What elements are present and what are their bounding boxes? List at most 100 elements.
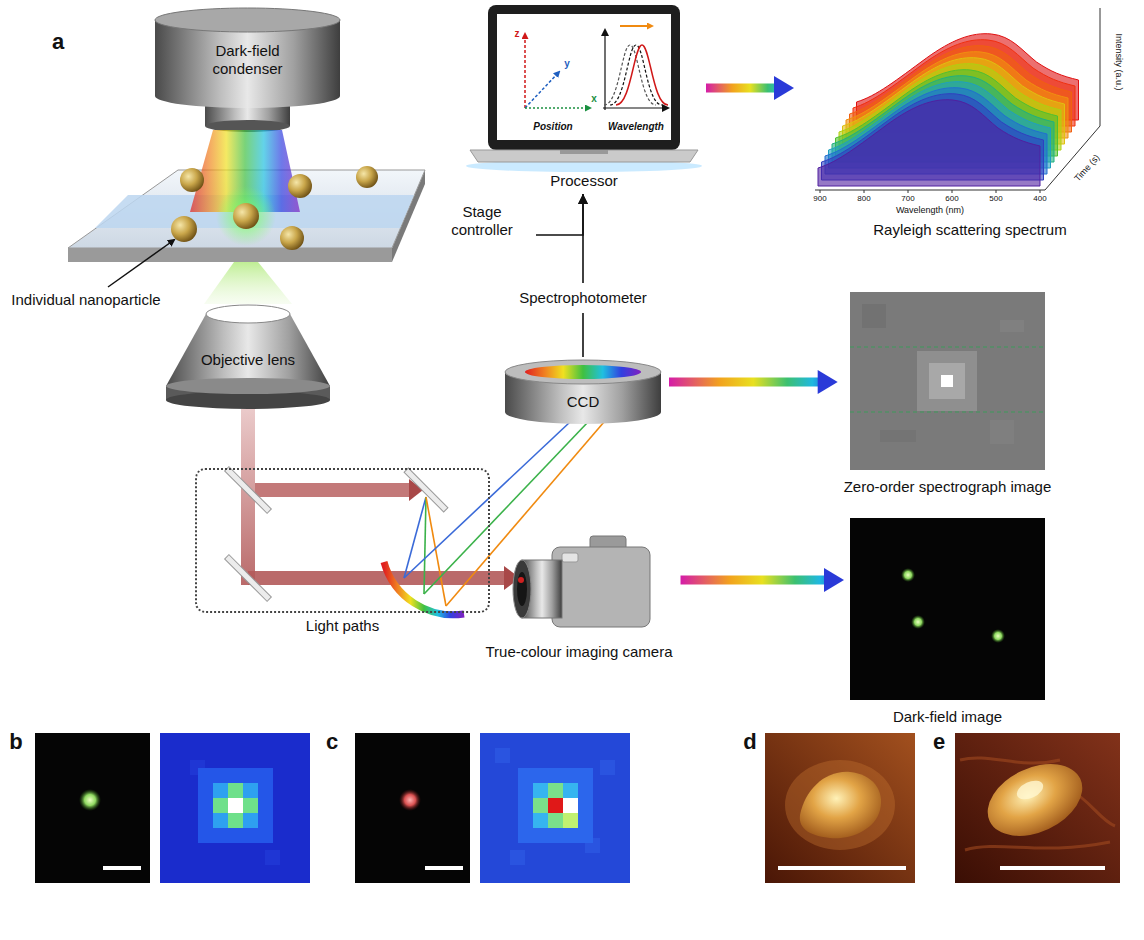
ccd-body [505,360,661,424]
panel-b-images [213,798,228,813]
panel-e-image [955,733,1120,883]
dispersed-rays [424,497,426,594]
condenser-label-box: Dark-field condenser [155,18,340,102]
node-label: Stage controller [440,203,524,239]
panel-b-images [79,789,101,811]
caption-text: Rayleigh scattering spectrum [873,221,1066,239]
panel-c-images [563,813,578,828]
spectrophotometer-block: Spectrophotometer [513,286,653,310]
nanoparticle [180,168,204,192]
condenser-body [155,20,340,108]
dark-field-picture [911,615,925,629]
panel-c-images [480,733,630,883]
panel-letter: b [9,729,22,754]
panel-letter: a [52,29,64,54]
screen-plot [616,45,668,105]
chart-axes [820,190,821,193]
nanoparticle [171,216,197,242]
spectrograph-picture [850,292,1045,470]
screen-plot [603,107,668,108]
node-label: Spectrophotometer [519,289,647,307]
condenser-body [155,8,340,32]
connector-path [582,313,584,357]
panel-c-images [563,798,578,813]
chart-axes [908,190,909,193]
panel-d-image [765,733,915,883]
spectrum-waterfall [818,100,1040,186]
panel-c-images [548,798,563,813]
panel-c-images [355,733,630,883]
screen-caption: Wavelength [608,121,664,133]
screen-plot [604,45,656,105]
spectrograph-picture [941,375,953,387]
panel-c-images [495,748,510,763]
condenser-body [155,8,340,132]
screen-plot [524,34,526,108]
nanoparticle [288,174,312,198]
screen-plot [525,72,559,108]
caption-text: Dark-field image [893,708,1002,726]
nanoparticle [356,166,378,188]
spectrum-waterfall [818,34,1079,186]
panel-b-images [228,783,243,798]
light-beam [241,409,520,590]
scattering-glow [216,186,276,246]
objective-body [166,378,330,394]
screen-plot [525,26,668,110]
panel-c-images [533,798,548,813]
stage-controller-block: Stage controller [434,198,530,244]
camera-body [518,577,524,583]
arrow-shaft [669,378,820,387]
panel-b-images [213,783,258,828]
imaging-camera: True-colour imaging camera [505,532,653,635]
panel-e-image [1014,777,1046,803]
panel-d-image [778,866,906,870]
objective-body [206,305,290,323]
tick-label: 800 [857,194,870,203]
camera-body [513,560,531,618]
ccd-body [505,360,661,384]
arrow-shaft [681,576,826,585]
panel-b-images [160,733,310,883]
panel-c-images [533,783,578,828]
dispersed-rays [404,497,426,578]
panel-b-images [103,866,141,870]
connector-path [536,194,583,235]
node-label: Dark-field condenser [188,42,308,78]
panel-c-images [355,733,470,883]
spectrograph-picture [1000,320,1024,332]
diffraction-grating [384,562,464,615]
objective-body [166,314,330,386]
spectrograph-picture [917,351,977,411]
axis-title: Wavelength (nm) [896,205,964,215]
screen-plot [610,45,662,105]
tick-label: 600 [945,194,958,203]
panel-b-images [35,733,150,883]
panel-c-images [600,760,615,775]
nanoparticle [233,203,259,229]
panel-b-images [265,850,280,865]
screen-plot [620,25,652,27]
axis-title: Intensity (a.u.) [1114,33,1124,90]
light-beam [248,571,506,585]
light-beam [255,483,411,497]
panel-b-images [243,798,258,813]
arrow-head [774,76,794,100]
dark-field-picture [991,629,1005,643]
mirror [225,467,272,514]
arrow-head [824,568,844,592]
panel-c-images [548,783,563,798]
panel-c-images [518,768,593,843]
node-label: Objective lens [201,351,295,369]
connector-line [583,313,584,357]
dark-field-picture [901,568,915,582]
light-path-box: Light paths [195,468,490,613]
nanoparticle [171,166,378,250]
objective-lens: Objective lens [166,340,330,380]
panel-b-images [228,813,243,828]
chart-axes [815,190,1045,191]
spectrum-chart: Rayleigh scattering spectrum [800,5,1140,217]
panel-d-image [785,760,895,850]
tick-label: 400 [1033,194,1046,203]
